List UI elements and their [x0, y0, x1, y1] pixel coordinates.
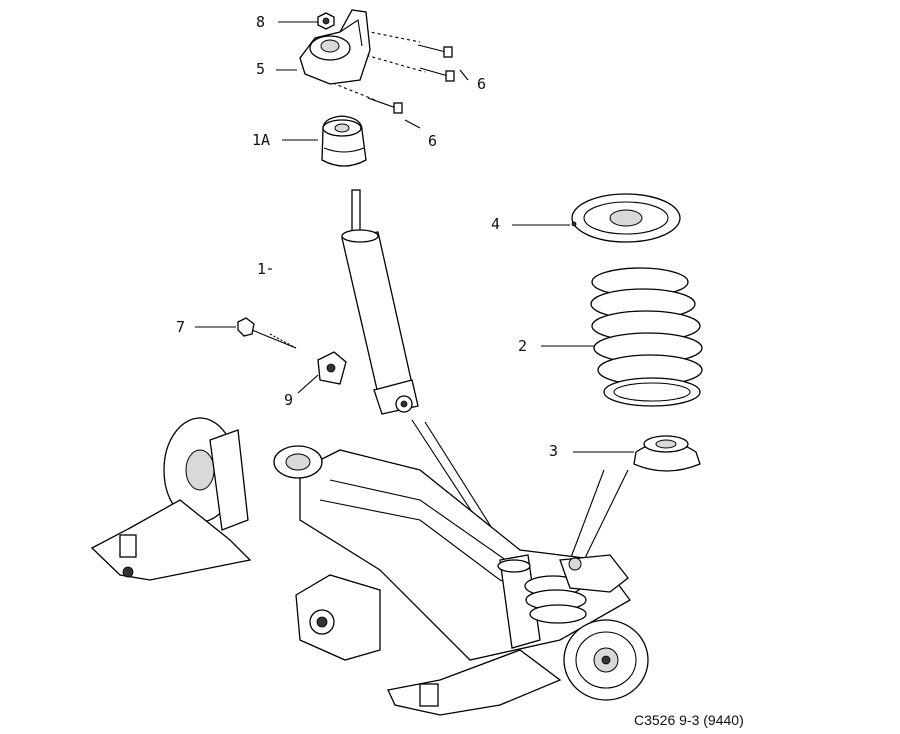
- callout-7: 7: [176, 318, 186, 336]
- coil-spring-part-2: [590, 267, 703, 407]
- bolt-part-6-lower: [367, 97, 403, 114]
- figure-caption: C3526 9-3 (9440): [634, 712, 744, 728]
- callout-2: 2: [518, 337, 528, 355]
- spring-seat-part-4: [571, 193, 681, 243]
- top-mount-part-5: [299, 9, 371, 85]
- callout-4: 4: [491, 215, 501, 233]
- shock-absorber-part-1: [341, 189, 419, 415]
- callout-6-lower: 6: [428, 132, 438, 150]
- nut-part-8: [317, 12, 335, 30]
- callout-1a: 1A: [252, 131, 271, 149]
- bump-stop-part-1a: [321, 115, 367, 167]
- lower-spring-seat-part-3: [633, 435, 701, 472]
- callout-5: 5: [256, 60, 266, 78]
- callout-8: 8: [256, 13, 266, 31]
- callout-1: 1: [257, 260, 267, 278]
- washer-part-9: [317, 351, 347, 385]
- callout-3: 3: [549, 442, 559, 460]
- callout-6-upper: 6: [477, 75, 487, 93]
- bolt-part-6-upper: [417, 44, 455, 82]
- rear-subframe-assembly: [90, 417, 649, 716]
- callout-9: 9: [284, 391, 294, 409]
- long-bolt-part-7: [237, 317, 297, 349]
